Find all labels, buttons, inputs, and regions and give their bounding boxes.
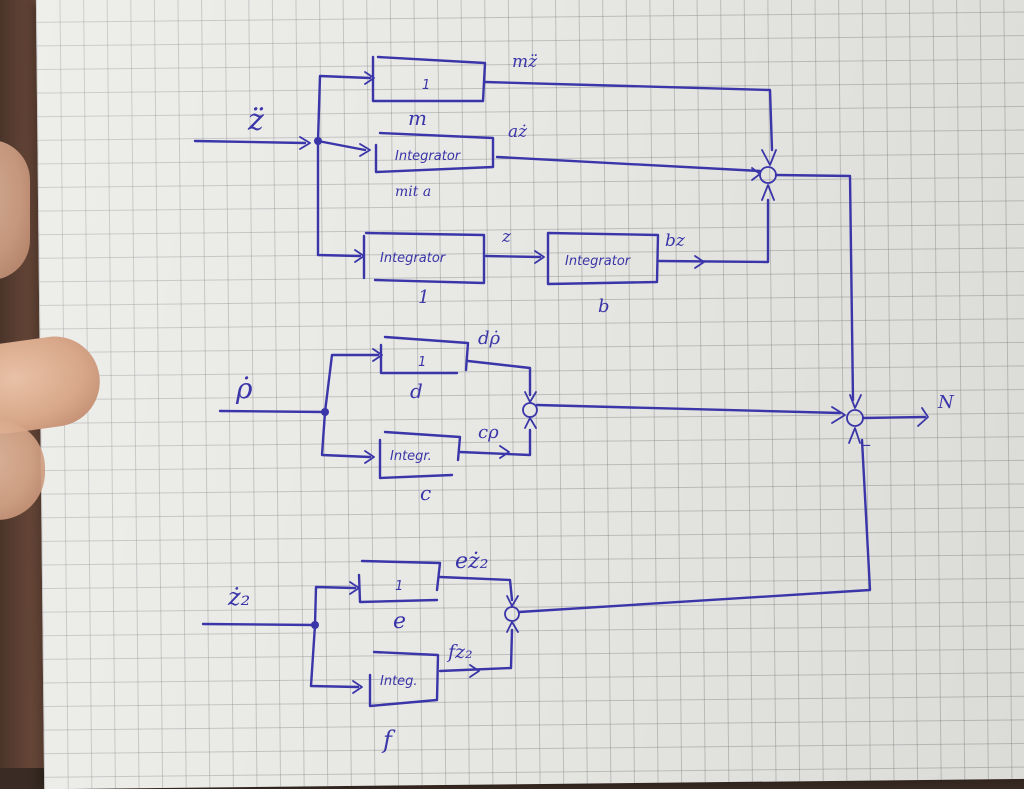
- signal-label: aż: [508, 122, 528, 142]
- block-content: Integrator: [395, 149, 462, 164]
- wire: [323, 353, 380, 414]
- summing-junction-bottom: [504, 595, 520, 633]
- arrow-icon: [849, 394, 862, 409]
- wire: [535, 403, 842, 415]
- block-integrator-c: Integr. c: [378, 430, 462, 505]
- block-label: 1: [418, 287, 429, 308]
- wire: [316, 74, 372, 143]
- arrow-icon: [506, 621, 519, 633]
- signal-label: eż₂: [455, 549, 488, 574]
- block-integrator-f: Integ. f: [368, 650, 440, 754]
- wire: [316, 139, 362, 258]
- block-1-over-m: 1 m: [371, 55, 487, 130]
- signal-label: dρ̇: [478, 328, 501, 349]
- wire: [517, 438, 872, 614]
- wire: [495, 155, 762, 173]
- arrow-icon: [761, 149, 777, 166]
- block-box: [371, 55, 487, 103]
- arrow-icon: [524, 417, 537, 429]
- block-diagram: z̈ 1 m mz̈ Integrator mit a aż Integrato…: [193, 52, 955, 754]
- wire: [483, 80, 774, 152]
- summing-circle: [522, 402, 538, 418]
- finger: [0, 140, 30, 280]
- summing-circle: [759, 166, 777, 184]
- block-content: 1: [418, 355, 426, 370]
- arrow-icon: [694, 255, 705, 269]
- wire: [466, 359, 532, 397]
- block-integrator-b: Integrator b: [546, 231, 660, 317]
- arrow-icon: [917, 407, 929, 427]
- block-label: f: [381, 726, 396, 754]
- arrow-icon: [499, 445, 510, 459]
- signal-label: mz̈: [512, 52, 538, 72]
- output-label-n: N: [937, 392, 955, 413]
- block-label: m: [408, 106, 427, 130]
- arrow-icon: [364, 450, 375, 464]
- block-integrator-a: Integrator mit a: [374, 131, 495, 200]
- block-label: mit a: [395, 184, 431, 200]
- arrow-icon: [848, 427, 861, 444]
- arrow-icon: [299, 136, 311, 150]
- input-label-z2-dot: ż₂: [227, 583, 250, 611]
- block-content: 1: [395, 579, 403, 594]
- arrow-icon: [524, 391, 537, 403]
- block-content: Integrator: [380, 251, 447, 266]
- block-content: Integ.: [380, 674, 418, 689]
- block-content: Integrator: [565, 254, 632, 269]
- arrow-icon: [352, 680, 363, 694]
- block-box: [374, 131, 495, 174]
- bottom-group: ż₂ 1 e eż₂ Integ. f fz₂: [201, 438, 872, 754]
- signal-label: fz₂: [446, 641, 473, 663]
- output-wire: [861, 415, 927, 420]
- arrow-icon: [359, 143, 371, 157]
- summing-circle: [504, 606, 520, 622]
- input-label-rho-dot: ρ̇: [235, 372, 253, 405]
- arrow-icon: [831, 406, 846, 424]
- signal-label: bz: [665, 231, 686, 251]
- wire: [320, 410, 372, 459]
- summing-junction-final: – N: [831, 392, 955, 455]
- input-line: [193, 139, 307, 145]
- summing-junction-top: [751, 149, 777, 201]
- wire: [309, 623, 360, 689]
- input-label-z-ddot: z̈: [247, 103, 264, 138]
- block-box: [362, 231, 486, 285]
- wire: [313, 585, 357, 627]
- block-content: 1: [422, 78, 430, 93]
- summing-junction-middle: [522, 391, 538, 429]
- block-integrator-1: Integrator 1: [362, 231, 486, 308]
- arrow-icon: [469, 664, 480, 678]
- block-box: [546, 231, 660, 286]
- arrow-icon: [761, 184, 775, 201]
- block-label: e: [393, 609, 406, 634]
- wire: [484, 254, 542, 259]
- block-box: [378, 430, 462, 480]
- arrow-icon: [534, 250, 545, 264]
- wire: [316, 139, 367, 152]
- top-group: z̈ 1 m mz̈ Integrator mit a aż Integrato…: [193, 52, 855, 402]
- wire: [657, 198, 770, 264]
- input-line: [201, 622, 317, 627]
- arrow-icon: [751, 167, 761, 181]
- block-content: Integr.: [390, 449, 432, 464]
- block-label: c: [420, 481, 431, 505]
- block-label: b: [598, 296, 610, 317]
- wire: [774, 173, 855, 402]
- wire: [458, 428, 532, 457]
- block-label: d: [410, 379, 423, 403]
- arrow-icon: [506, 595, 519, 607]
- block-1-over-e: 1 e: [357, 559, 442, 634]
- block-box: [368, 650, 440, 708]
- block-box: [379, 335, 470, 375]
- minus-sign: –: [862, 434, 871, 455]
- signal-label: z: [501, 227, 512, 247]
- wire: [438, 628, 514, 673]
- middle-group: ρ̇ 1 d dρ̇ Integr. c cρ: [218, 328, 842, 505]
- block-box: [357, 559, 442, 604]
- wire: [438, 575, 514, 602]
- input-line: [218, 409, 327, 414]
- summing-circle: [846, 409, 864, 427]
- block-1-over-d: 1 d: [379, 335, 470, 403]
- signal-label: cρ: [478, 422, 499, 443]
